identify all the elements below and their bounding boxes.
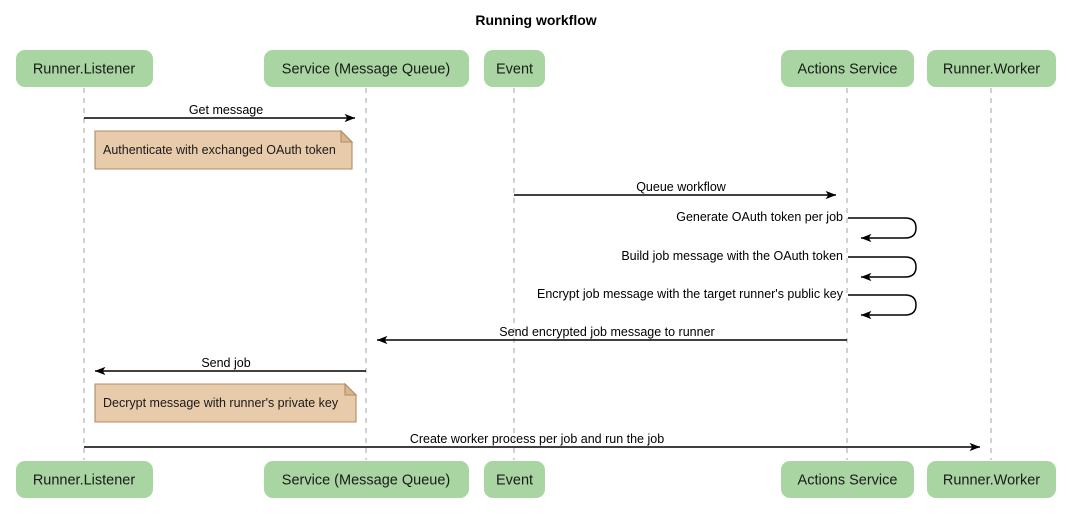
participant-bottom-runner-worker[interactable]: Runner.Worker bbox=[927, 461, 1056, 498]
participant-label: Runner.Worker bbox=[943, 61, 1040, 77]
note-fold-corner bbox=[340, 129, 354, 143]
participant-box bbox=[16, 50, 153, 87]
note-fold-corner bbox=[344, 382, 358, 396]
participant-label: Actions Service bbox=[798, 472, 898, 488]
participant-box bbox=[484, 50, 545, 87]
message-label: Build job message with the OAuth token bbox=[621, 249, 843, 263]
participant-label: Runner.Worker bbox=[943, 472, 1040, 488]
participant-label: Service (Message Queue) bbox=[282, 472, 450, 488]
participant-box bbox=[264, 50, 469, 87]
message-generate-oauth-token-per-job[interactable]: Generate OAuth token per job bbox=[676, 210, 917, 243]
message-label: Generate OAuth token per job bbox=[676, 210, 843, 224]
participant-box bbox=[781, 461, 914, 498]
participant-box bbox=[927, 461, 1056, 498]
self-loop-arrow bbox=[848, 217, 917, 243]
message-label: Create worker process per job and run th… bbox=[410, 432, 664, 446]
participant-bottom-service-message-queue[interactable]: Service (Message Queue) bbox=[264, 461, 469, 498]
diagram-title: Running workflow bbox=[475, 12, 596, 28]
message-get-message[interactable]: Get message bbox=[84, 103, 356, 123]
participant-top-actions-service[interactable]: Actions Service bbox=[781, 50, 914, 87]
participant-top-runner-listener[interactable]: Runner.Listener bbox=[16, 50, 153, 87]
participant-bottom-event[interactable]: Event bbox=[484, 461, 545, 498]
participant-box bbox=[781, 50, 914, 87]
participant-label: Event bbox=[496, 61, 533, 77]
note-body bbox=[94, 383, 357, 423]
participant-box bbox=[484, 461, 545, 498]
participant-label: Runner.Listener bbox=[33, 61, 136, 77]
message-encrypt-job-message[interactable]: Encrypt job message with the target runn… bbox=[537, 287, 917, 320]
participant-box bbox=[264, 461, 469, 498]
note-label: Decrypt message with runner's private ke… bbox=[103, 396, 339, 410]
message-label: Queue workflow bbox=[636, 180, 727, 194]
note-authenticate-oauth: Authenticate with exchanged OAuth token bbox=[94, 129, 354, 170]
message-send-job[interactable]: Send job bbox=[94, 356, 366, 376]
participant-bottom-runner-listener[interactable]: Runner.Listener bbox=[16, 461, 153, 498]
self-loop-arrow bbox=[848, 294, 917, 320]
participant-label: Service (Message Queue) bbox=[282, 61, 450, 77]
message-label: Send job bbox=[201, 356, 250, 370]
message-create-worker-process[interactable]: Create worker process per job and run th… bbox=[84, 432, 981, 452]
note-label: Authenticate with exchanged OAuth token bbox=[103, 143, 336, 157]
participant-top-runner-worker[interactable]: Runner.Worker bbox=[927, 50, 1056, 87]
participant-box bbox=[927, 50, 1056, 87]
participant-label: Event bbox=[496, 472, 533, 488]
message-send-encrypted-job-message[interactable]: Send encrypted job message to runner bbox=[376, 325, 847, 345]
message-build-job-message[interactable]: Build job message with the OAuth token bbox=[621, 249, 917, 282]
message-queue-workflow[interactable]: Queue workflow bbox=[514, 180, 837, 200]
participant-bottom-actions-service[interactable]: Actions Service bbox=[781, 461, 914, 498]
participant-top-service-message-queue[interactable]: Service (Message Queue) bbox=[264, 50, 469, 87]
message-label: Get message bbox=[189, 103, 263, 117]
message-label: Send encrypted job message to runner bbox=[499, 325, 714, 339]
participant-label: Actions Service bbox=[798, 61, 898, 77]
note-body bbox=[94, 130, 353, 170]
participant-label: Runner.Listener bbox=[33, 472, 136, 488]
note-decrypt-message: Decrypt message with runner's private ke… bbox=[94, 382, 358, 423]
participant-box bbox=[16, 461, 153, 498]
message-label: Encrypt job message with the target runn… bbox=[537, 287, 844, 301]
participant-top-event[interactable]: Event bbox=[484, 50, 545, 87]
self-loop-arrow bbox=[848, 256, 917, 282]
